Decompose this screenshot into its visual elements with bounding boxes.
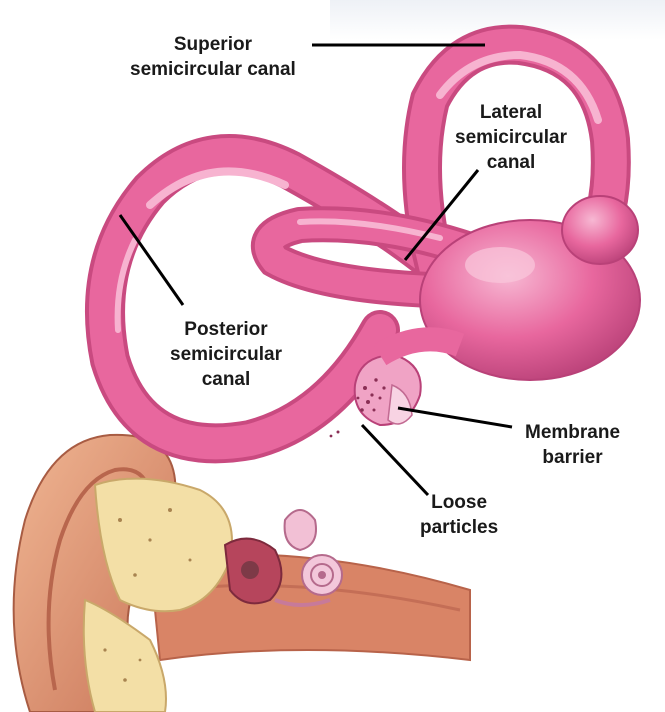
- label-particles-line-1: Loose: [420, 490, 498, 515]
- label-loose-particles: Loose particles: [420, 490, 498, 540]
- label-lateral-line-3: canal: [455, 150, 567, 175]
- label-posterior-line-3: canal: [170, 367, 282, 392]
- label-lateral-semicircular-canal: Lateral semicircular canal: [455, 100, 567, 175]
- label-posterior-line-1: Posterior: [170, 317, 282, 342]
- label-posterior-semicircular-canal: Posterior semicircular canal: [170, 317, 282, 392]
- label-particles-line-2: particles: [420, 515, 498, 540]
- label-posterior-line-2: semicircular: [170, 342, 282, 367]
- label-superior-semicircular-canal: Superior semicircular canal: [130, 32, 296, 82]
- label-membrane-barrier: Membrane barrier: [525, 420, 620, 470]
- label-lateral-line-1: Lateral: [455, 100, 567, 125]
- label-membrane-line-1: Membrane: [525, 420, 620, 445]
- label-membrane-line-2: barrier: [525, 445, 620, 470]
- label-superior-line-1: Superior: [130, 32, 296, 57]
- leader-line-membrane: [398, 408, 512, 427]
- label-superior-line-2: semicircular canal: [130, 57, 296, 82]
- label-lateral-line-2: semicircular: [455, 125, 567, 150]
- outer-ear-illustration: [14, 435, 470, 712]
- leader-line-particles: [362, 425, 428, 495]
